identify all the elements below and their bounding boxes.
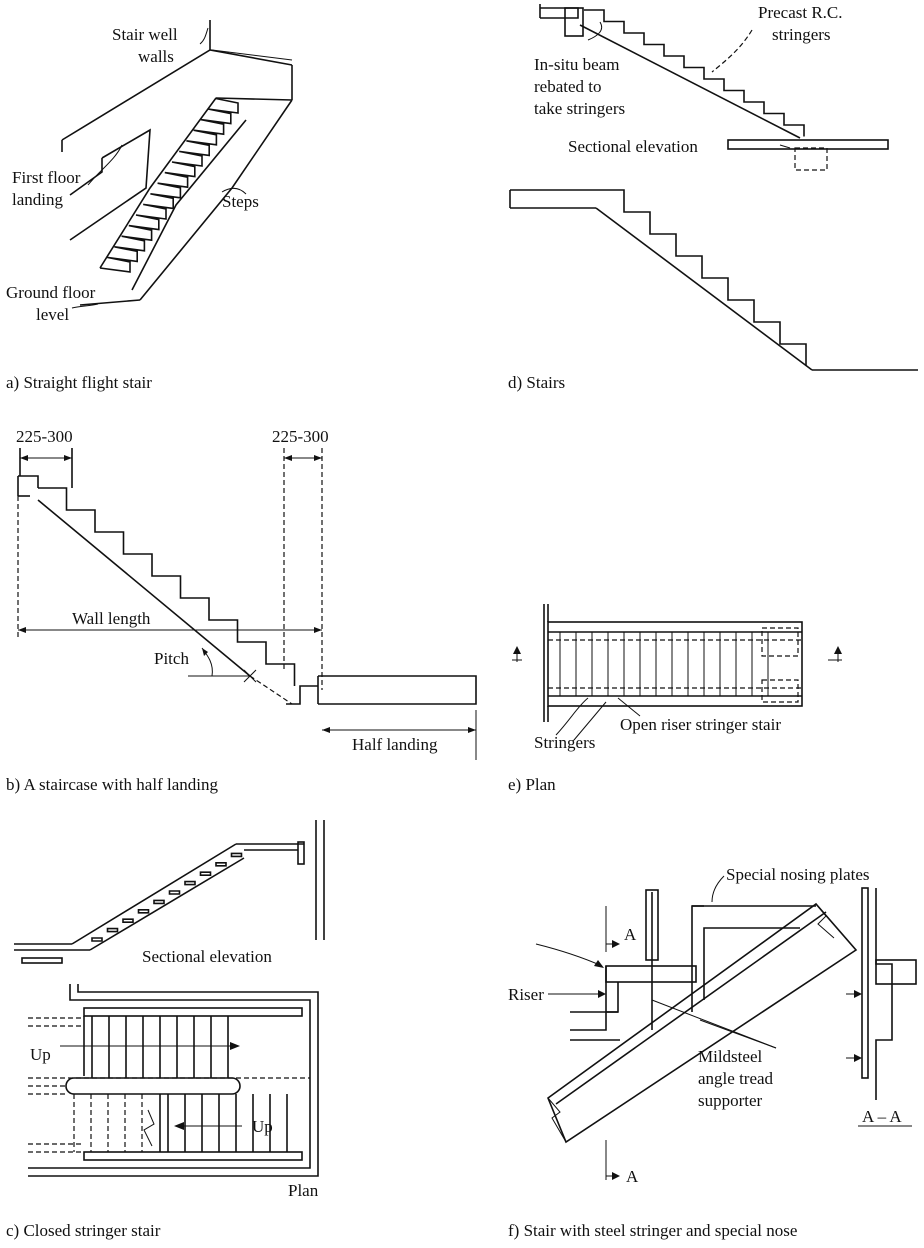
label-c-sectional-elevation: Sectional elevation xyxy=(142,947,272,966)
tread xyxy=(215,862,227,867)
panel-b-staircase-half-landing: 225-300 225-300 Wall length Pitch Half l… xyxy=(6,427,477,794)
panel-e-plan: Open riser stringer stair Stringers e) P… xyxy=(508,604,842,794)
caption-c: c) Closed stringer stair xyxy=(6,1221,161,1240)
label-wall-length: Wall length xyxy=(72,609,151,628)
label-plan: Plan xyxy=(288,1181,319,1200)
label-insitu-line3: take stringers xyxy=(534,99,625,118)
label-half-landing: Half landing xyxy=(352,735,438,754)
caption-a: a) Straight flight stair xyxy=(6,373,152,392)
label-dim-left: 225-300 xyxy=(16,427,73,446)
label-pitch: Pitch xyxy=(154,649,189,668)
label-insitu-line2: rebated to xyxy=(534,77,602,96)
label-open-riser: Open riser stringer stair xyxy=(620,715,781,734)
panel-c-closed-stringer-stair: Sectional elevation Up Up Plan c) Closed… xyxy=(6,820,325,1240)
label-mildsteel-line2: angle tread xyxy=(698,1069,774,1088)
label-riser: Riser xyxy=(508,985,544,1004)
label-d-sectional-elevation: Sectional elevation xyxy=(568,137,698,156)
label-first-floor-landing-line1: First floor xyxy=(12,168,81,187)
label-section-a-bottom: A xyxy=(626,1167,639,1186)
tread xyxy=(230,852,243,858)
tread xyxy=(199,871,212,876)
tread xyxy=(122,918,134,923)
stairs-steps xyxy=(598,189,807,366)
caption-e: e) Plan xyxy=(508,775,556,794)
caption-b: b) A staircase with half landing xyxy=(6,775,218,794)
label-ground-floor-line2: level xyxy=(36,305,69,324)
tread xyxy=(153,899,165,905)
half-landing-section xyxy=(17,448,477,760)
panel-a-straight-flight-stair: Stair well walls First floor landing Ste… xyxy=(6,20,293,392)
tread xyxy=(106,927,119,933)
precast-stringer-section xyxy=(539,4,889,171)
label-mildsteel-line3: supporter xyxy=(698,1091,763,1110)
flight-steps xyxy=(38,487,296,686)
label-special-nosing: Special nosing plates xyxy=(726,865,870,884)
stairwell-drawing xyxy=(61,20,293,309)
steel-stringer-detail xyxy=(535,875,917,1180)
closed-stringer-elevation xyxy=(14,820,325,964)
panel-d-stairs: Precast R.C. stringers In-situ beam reba… xyxy=(508,3,918,392)
label-up-1: Up xyxy=(30,1045,51,1064)
label-stringers: Stringers xyxy=(534,733,595,752)
label-precast-line1: Precast R.C. xyxy=(758,3,843,22)
label-ground-floor-line1: Ground floor xyxy=(6,283,96,302)
tread xyxy=(137,909,150,914)
precast-steps xyxy=(584,9,805,137)
tread xyxy=(91,937,103,942)
label-up-2: Up xyxy=(252,1117,273,1136)
label-section-a-top: A xyxy=(624,925,637,944)
closed-stringer-plan xyxy=(28,984,319,1177)
label-stair-well-walls-line2: walls xyxy=(138,47,174,66)
label-insitu-line1: In-situ beam xyxy=(534,55,619,74)
label-section-aa: A – A xyxy=(862,1107,902,1126)
label-precast-line2: stringers xyxy=(772,25,831,44)
stairs-profile xyxy=(509,189,918,371)
stair-steps xyxy=(99,97,239,273)
caption-d: d) Stairs xyxy=(508,373,565,392)
open-riser-plan xyxy=(512,604,842,741)
tread xyxy=(168,890,181,895)
label-stair-well-walls-line1: Stair well xyxy=(112,25,178,44)
tread xyxy=(184,880,196,886)
label-dim-right: 225-300 xyxy=(272,427,329,446)
label-first-floor-landing-line2: landing xyxy=(12,190,63,209)
label-steps: Steps xyxy=(222,192,259,211)
panel-f-steel-stringer: Special nosing plates A Riser Mildsteel … xyxy=(508,865,917,1240)
label-mildsteel-line1: Mildsteel xyxy=(698,1047,762,1066)
caption-f: f) Stair with steel stringer and special… xyxy=(508,1221,797,1240)
